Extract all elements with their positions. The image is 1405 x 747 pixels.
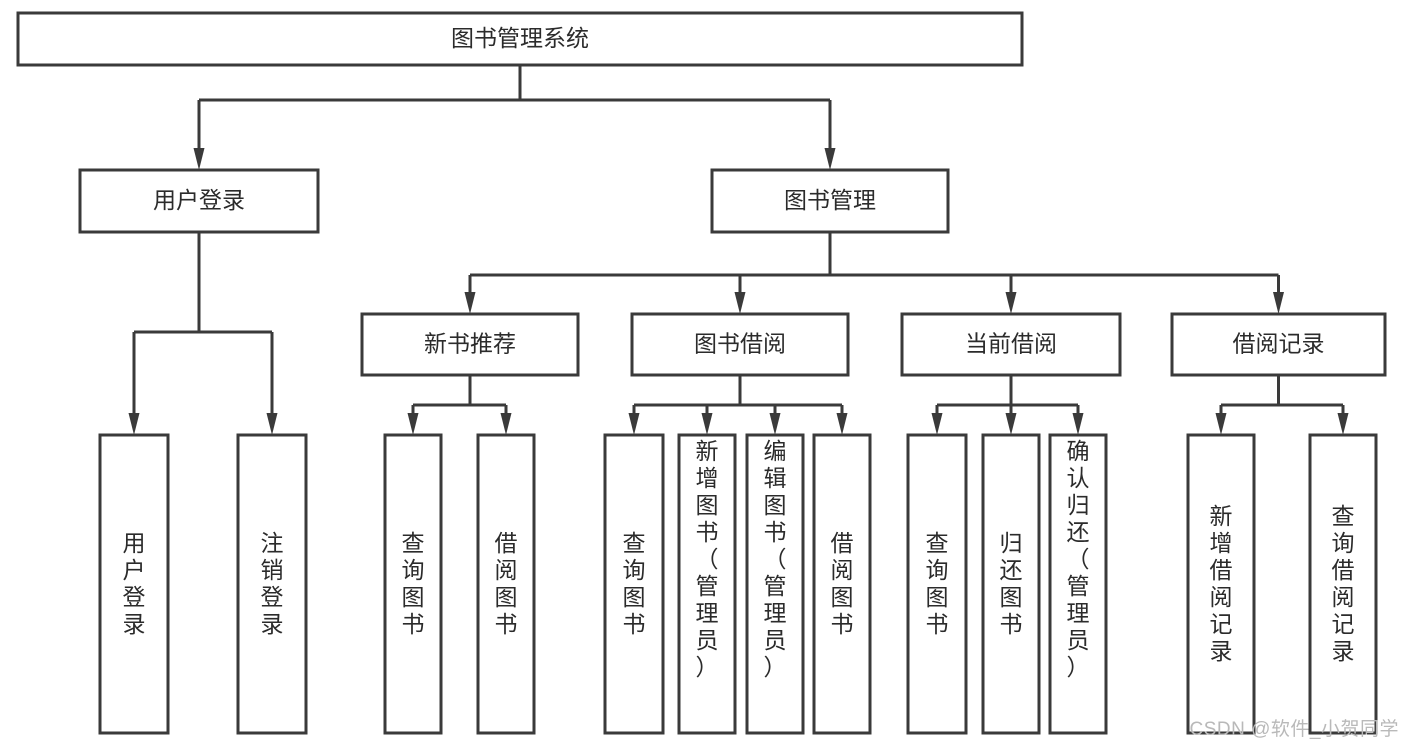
leaf-node-leaf-user-login-label: 用户登录 xyxy=(123,530,146,637)
root-node-root-label: 图书管理系统 xyxy=(451,25,589,51)
arrow-head-icon xyxy=(734,292,746,314)
leaf-node-leaf-confirm-return-label: 确认归还（管理员） xyxy=(1067,438,1090,680)
arrow-head-icon xyxy=(1005,413,1017,435)
node-boxes: 图书管理系统用户登录图书管理新书推荐图书借阅当前借阅借阅记录用户登录注销登录查询… xyxy=(16,11,1387,735)
arrow-head-icon xyxy=(128,413,140,435)
leaf-node-leaf-user-login-box[interactable] xyxy=(98,433,170,735)
arrow-head-icon xyxy=(836,413,848,435)
leaf-node-leaf-query-record-label: 查询借阅记录 xyxy=(1332,503,1355,664)
leaf-node-leaf-borrow-book-2-box[interactable] xyxy=(812,433,872,735)
arrow-head-icon xyxy=(1215,413,1227,435)
level3-node-current-borrow-label: 当前借阅 xyxy=(965,331,1057,357)
arrow-head-icon xyxy=(1337,413,1349,435)
level3-node-current-borrow-box[interactable] xyxy=(900,312,1122,377)
arrow-head-icon xyxy=(1072,413,1084,435)
connector-lines xyxy=(128,65,1349,435)
arrow-head-icon xyxy=(266,413,278,435)
leaf-node-leaf-logout-box[interactable] xyxy=(236,433,308,735)
leaf-node-leaf-return-book-label: 归还图书 xyxy=(1000,530,1023,637)
arrow-head-icon xyxy=(824,148,836,170)
level2-node-book-manage-box[interactable] xyxy=(710,168,950,234)
leaf-node-leaf-add-book-box[interactable] xyxy=(677,433,737,735)
level3-node-book-borrow-label: 图书借阅 xyxy=(694,331,786,357)
arrow-head-icon xyxy=(193,148,205,170)
leaf-node-leaf-edit-book-label: 编辑图书（管理员） xyxy=(764,438,787,680)
leaf-node-leaf-query-book-3-label: 查询图书 xyxy=(926,530,949,637)
level3-node-new-book-rec-box[interactable] xyxy=(360,312,580,377)
leaf-node-leaf-edit-book-box[interactable] xyxy=(745,433,805,735)
leaf-node-leaf-confirm-return-box[interactable] xyxy=(1048,433,1108,735)
leaf-node-leaf-return-book-box[interactable] xyxy=(981,433,1041,735)
level2-node-book-manage-label: 图书管理 xyxy=(784,187,876,213)
leaf-node-leaf-logout-label: 注销登录 xyxy=(261,530,284,637)
leaf-node-leaf-borrow-book-1-label: 借阅图书 xyxy=(495,530,518,637)
arrow-head-icon xyxy=(407,413,419,435)
arrow-head-icon xyxy=(701,413,713,435)
arrow-head-icon xyxy=(931,413,943,435)
arrow-head-icon xyxy=(1273,292,1284,314)
level3-node-borrow-record-label: 借阅记录 xyxy=(1233,331,1325,357)
leaf-node-leaf-query-record-box[interactable] xyxy=(1308,433,1378,735)
level2-node-user-login-label: 用户登录 xyxy=(153,187,245,213)
leaf-node-leaf-query-book-1-box[interactable] xyxy=(383,433,443,735)
leaf-node-leaf-query-book-3-box[interactable] xyxy=(906,433,968,735)
level3-node-book-borrow-box[interactable] xyxy=(630,312,850,377)
leaf-node-leaf-query-book-1-label: 查询图书 xyxy=(402,530,425,637)
leaf-node-leaf-add-record-label: 新增借阅记录 xyxy=(1210,503,1233,664)
level3-node-new-book-rec-label: 新书推荐 xyxy=(424,331,516,357)
leaf-node-leaf-query-book-2-box[interactable] xyxy=(603,433,665,735)
arrow-head-icon xyxy=(464,292,476,314)
arrow-head-icon xyxy=(628,413,640,435)
leaf-node-leaf-add-record-box[interactable] xyxy=(1186,433,1256,735)
root-node-root-box[interactable] xyxy=(16,11,1024,67)
leaf-node-leaf-add-book-label: 新增图书（管理员） xyxy=(696,438,719,680)
leaf-node-leaf-borrow-book-2-label: 借阅图书 xyxy=(831,530,854,637)
level2-node-user-login-box[interactable] xyxy=(78,168,320,234)
arrow-head-icon xyxy=(500,413,512,435)
arrow-head-icon xyxy=(1005,292,1017,314)
arrow-head-icon xyxy=(769,413,781,435)
leaf-node-leaf-borrow-book-1-box[interactable] xyxy=(476,433,536,735)
level3-node-borrow-record-box[interactable] xyxy=(1170,312,1387,377)
leaf-node-leaf-query-book-2-label: 查询图书 xyxy=(623,530,646,637)
watermark-label: CSDN @软件_小贺同学 xyxy=(1189,719,1399,740)
